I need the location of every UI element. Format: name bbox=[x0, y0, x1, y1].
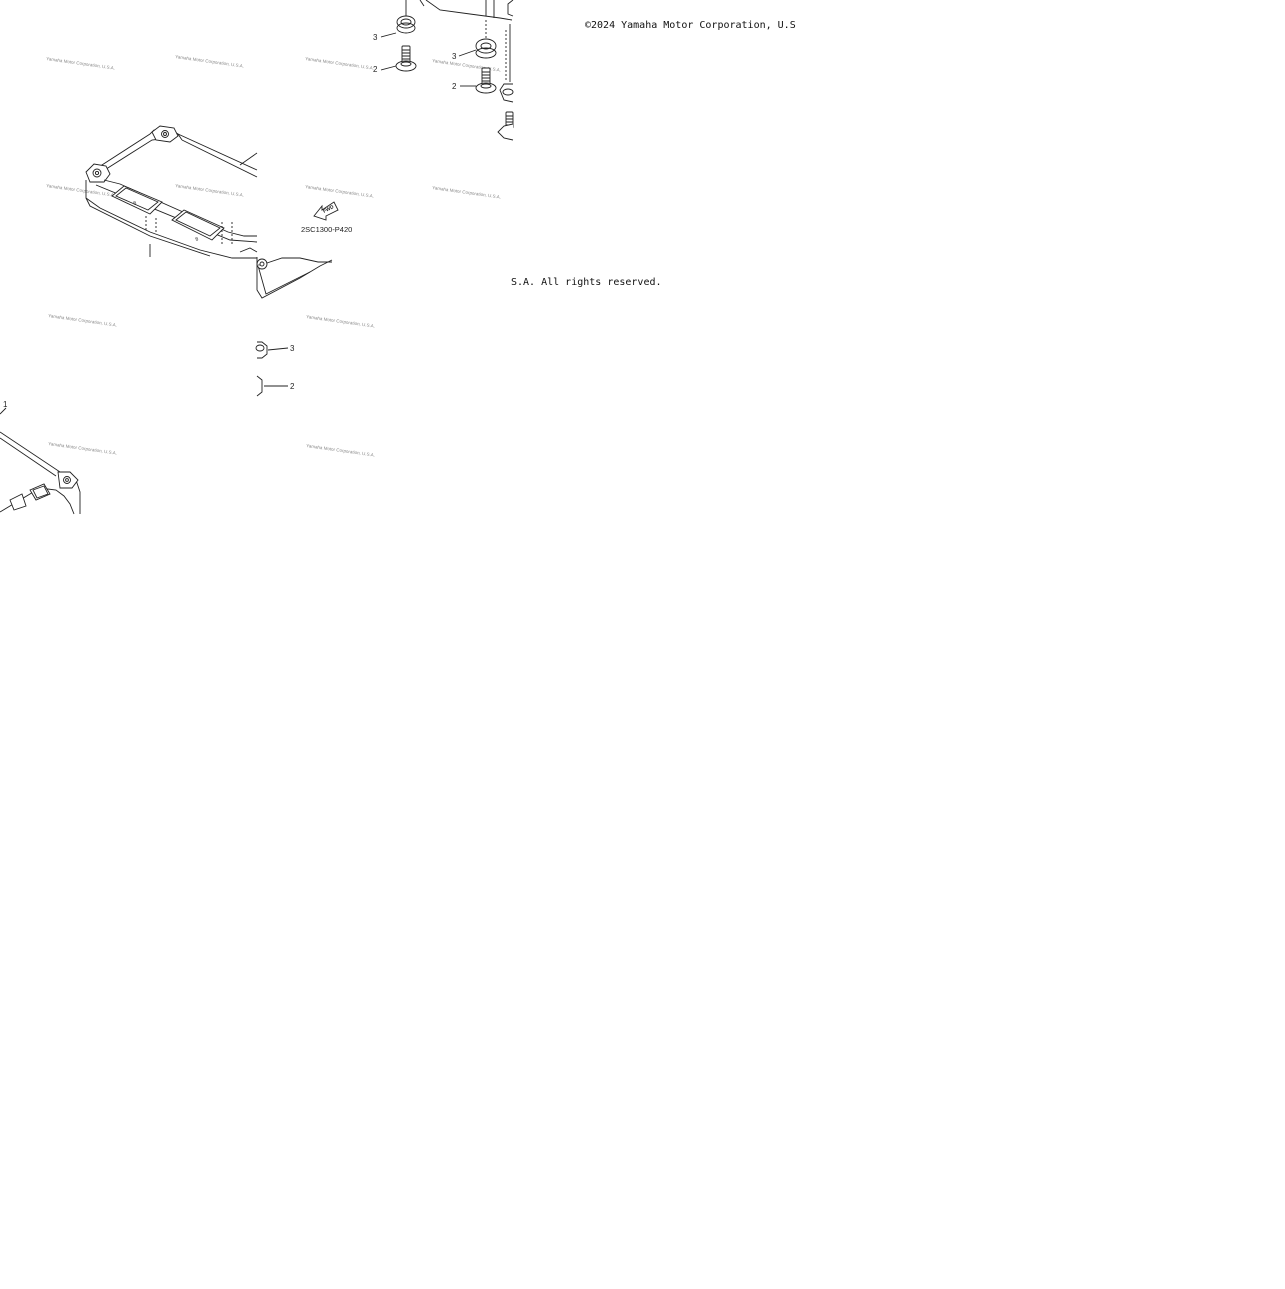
watermark: Yamaha Motor Corporation, U.S.A. bbox=[305, 184, 374, 199]
copyright-line-1: ©2024 Yamaha Motor Corporation, U.S bbox=[585, 20, 796, 31]
copyright-line-2: S.A. All rights reserved. bbox=[511, 277, 662, 288]
pad-label: 8 bbox=[195, 236, 200, 243]
callout-2: 2 bbox=[452, 82, 457, 91]
callout-1: 1 bbox=[3, 400, 8, 409]
fwd-arrow: FWD bbox=[313, 201, 339, 221]
callout-3: 3 bbox=[290, 344, 295, 353]
mount-hardware-top bbox=[380, 0, 514, 141]
boss-mark: x bbox=[258, 262, 260, 267]
bracket-lower bbox=[0, 407, 81, 515]
watermark: Yamaha Motor Corporation, U.S.A. bbox=[305, 56, 374, 71]
watermark: Yamaha Motor Corporation, U.S.A. bbox=[306, 314, 375, 329]
callout-2: 2 bbox=[373, 65, 378, 74]
pad-label: 8 bbox=[133, 200, 138, 207]
bracket-assembly bbox=[85, 125, 258, 259]
watermark: Yamaha Motor Corporation, U.S.A. bbox=[175, 183, 244, 198]
callout-3: 3 bbox=[452, 52, 457, 61]
callout-3: 3 bbox=[373, 33, 378, 42]
callout-2: 2 bbox=[290, 382, 295, 391]
watermark: Yamaha Motor Corporation, U.S.A. bbox=[48, 441, 117, 456]
watermark: Yamaha Motor Corporation, U.S.A. bbox=[432, 58, 501, 73]
watermark: Yamaha Motor Corporation, U.S.A. bbox=[432, 185, 501, 200]
watermark: Yamaha Motor Corporation, U.S.A. bbox=[46, 183, 115, 198]
watermark: Yamaha Motor Corporation, U.S.A. bbox=[306, 443, 375, 458]
watermark-group: Yamaha Motor Corporation, U.S.A. Yamaha … bbox=[46, 54, 501, 458]
watermark: Yamaha Motor Corporation, U.S.A. bbox=[175, 54, 244, 69]
watermark: Yamaha Motor Corporation, U.S.A. bbox=[46, 56, 115, 71]
diagram-code: 2SC1300-P420 bbox=[301, 225, 352, 234]
watermark: Yamaha Motor Corporation, U.S.A. bbox=[48, 313, 117, 328]
fwd-label: FWD bbox=[322, 204, 335, 215]
bracket-end bbox=[256, 257, 333, 299]
mount-hardware-mid bbox=[255, 341, 289, 397]
